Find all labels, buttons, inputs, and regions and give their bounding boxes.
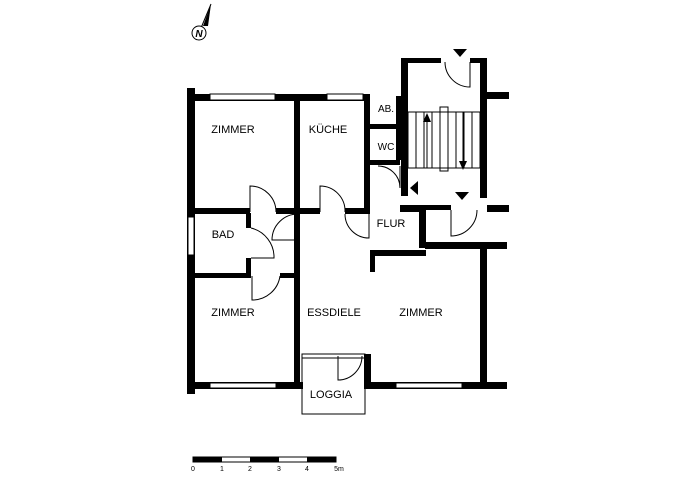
room-label-zimmer-sw: ZIMMER bbox=[211, 307, 254, 319]
room-label-loggia: LOGGIA bbox=[310, 389, 353, 401]
loggia-outline bbox=[301, 353, 366, 415]
room-label-abstell: AB. bbox=[378, 104, 394, 115]
staircase bbox=[407, 106, 481, 172]
room-label-kueche: KÜCHE bbox=[309, 124, 348, 136]
windows bbox=[187, 93, 463, 389]
room-label-essdiele: ESSDIELE bbox=[307, 307, 361, 319]
room-labels: ZIMMER KÜCHE AB. WC BAD FLUR ZIMMER ESSD… bbox=[211, 104, 442, 401]
interior-walls bbox=[195, 96, 426, 389]
scale-bar: 0 1 2 3 4 5m bbox=[191, 456, 344, 473]
north-label: N bbox=[195, 29, 203, 40]
north-arrow-icon: N bbox=[191, 3, 212, 41]
room-label-zimmer-se: ZIMMER bbox=[399, 307, 442, 319]
scale-tick-1: 1 bbox=[220, 466, 224, 473]
doors bbox=[249, 61, 478, 381]
room-label-wc: WC bbox=[378, 142, 395, 153]
room-label-zimmer-nw: ZIMMER bbox=[211, 124, 254, 136]
scale-tick-2: 2 bbox=[248, 466, 252, 473]
scale-tick-4: 4 bbox=[305, 466, 309, 473]
entrance-markers bbox=[410, 49, 469, 200]
room-label-bad: BAD bbox=[212, 229, 235, 241]
scale-tick-3: 3 bbox=[277, 466, 281, 473]
scale-tick-0: 0 bbox=[191, 466, 195, 473]
room-label-flur: FLUR bbox=[377, 218, 406, 230]
scale-tick-5: 5m bbox=[334, 466, 344, 473]
